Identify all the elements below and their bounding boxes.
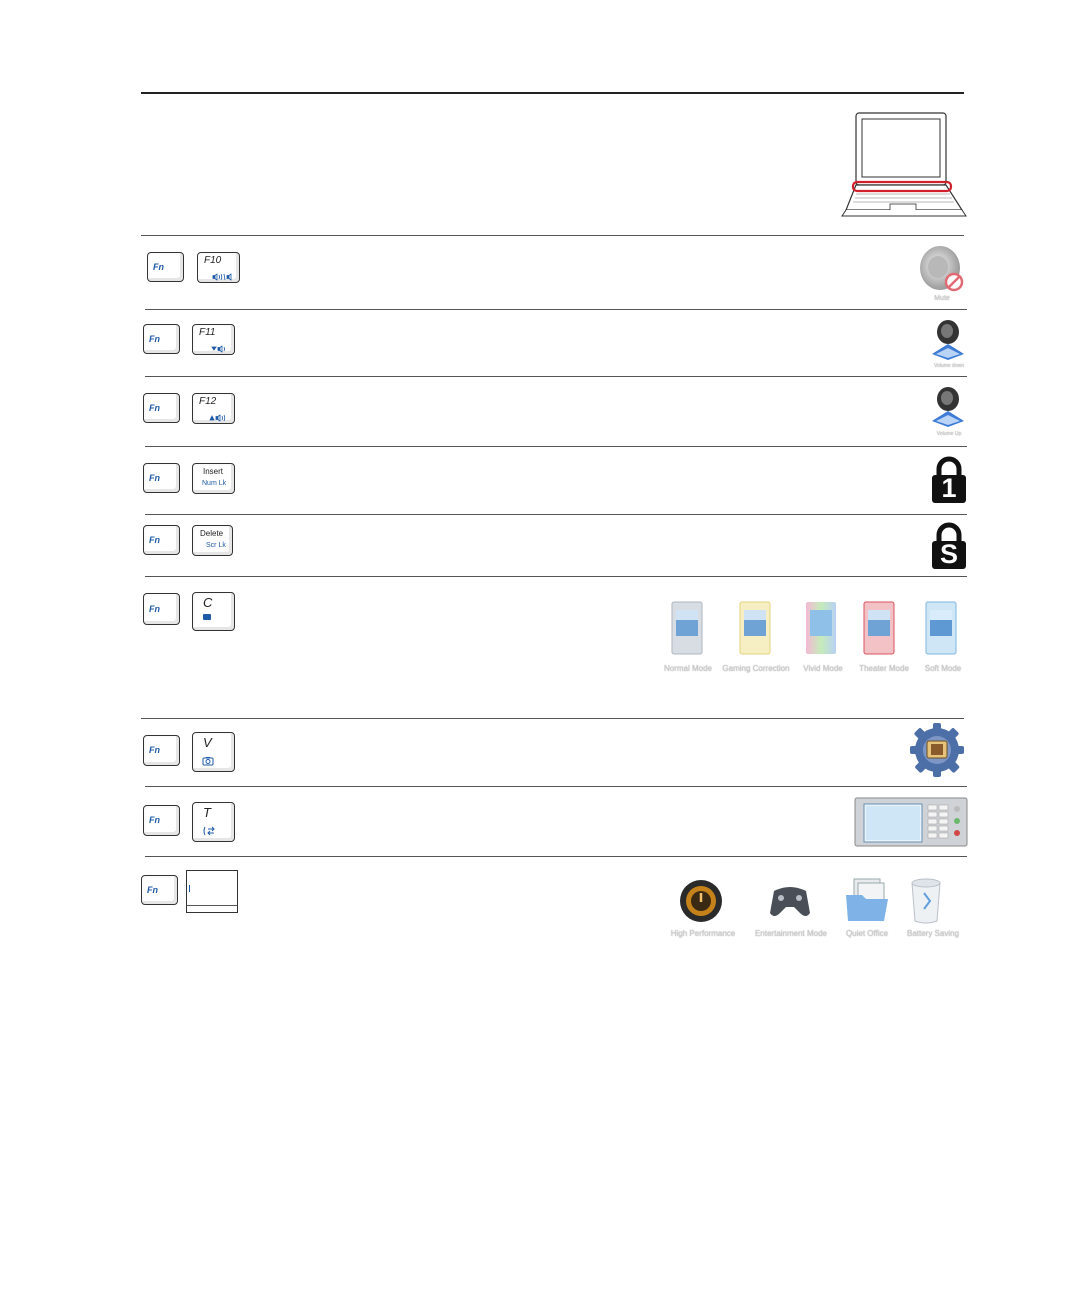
volume-up-icon <box>209 409 229 427</box>
fn-key-label: Fn <box>149 473 160 483</box>
num-lock-icon: 1 <box>930 456 968 504</box>
fn-key: Fn <box>143 324 180 354</box>
delete-key: Delete Scr Lk <box>192 525 233 556</box>
mute-toggle-icon <box>212 268 234 286</box>
laptop-keyboard-illustration <box>836 110 972 226</box>
fn-key: Fn <box>141 875 178 905</box>
row-divider <box>141 718 964 719</box>
fn-key-label: Fn <box>149 403 160 413</box>
header-rule <box>141 92 964 94</box>
entertainment-mode-icon <box>766 875 814 930</box>
insert-key: Insert Num Lk <box>192 463 235 494</box>
num-lk-label: Num Lk <box>202 480 227 487</box>
f12-key: F12 <box>192 393 235 424</box>
power-mode-caption: Entertainment Mode <box>754 929 828 938</box>
v-key: V <box>192 732 235 772</box>
fn-key: Fn <box>143 735 180 766</box>
soft-mode-icon <box>920 596 962 663</box>
delete-key-label: Delete <box>200 529 224 538</box>
splendid-mode-caption: Theater Mode <box>859 664 909 673</box>
battery-saving-icon <box>906 875 946 932</box>
power-mode-caption: Quiet Office <box>845 929 889 938</box>
fn-key-label: Fn <box>149 334 160 344</box>
insert-key-label: Insert <box>203 467 224 476</box>
power-modes: High Performance Entertainment Mode Quie… <box>662 873 968 941</box>
space-key <box>186 870 238 913</box>
splendid-mode-caption: Vivid Mode <box>803 664 843 673</box>
gaming-correction-icon <box>734 596 776 663</box>
vivid-mode-icon <box>800 596 842 663</box>
row-divider <box>145 514 967 515</box>
normal-mode-icon <box>666 596 708 663</box>
fn-key-label: Fn <box>149 535 160 545</box>
t-key-label: T <box>203 805 211 820</box>
volume-down-speaker-icon: Volume down <box>928 318 968 372</box>
c-key-label: C <box>203 595 213 610</box>
mute-caption: Mute <box>934 295 950 302</box>
fn-key: Fn <box>143 593 180 625</box>
volume-down-caption: Volume down <box>933 363 965 369</box>
volume-up-speaker-icon: Volume Up <box>928 385 968 441</box>
row-divider <box>145 786 967 787</box>
fn-key: Fn <box>143 463 180 493</box>
theater-mode-icon <box>858 596 900 663</box>
power-mode-caption: High Performance <box>670 929 736 938</box>
power-mode-caption: Battery Saving <box>906 929 960 938</box>
fn-key: Fn <box>143 805 180 836</box>
f11-key-label: F11 <box>199 327 216 338</box>
scroll-lock-icon: S <box>930 522 968 570</box>
volume-down-icon <box>211 340 227 358</box>
f10-key: F10 <box>197 252 240 283</box>
f10-key-label: F10 <box>204 255 222 266</box>
mute-speaker-icon: Mute <box>918 244 966 306</box>
num-lock-glyph: 1 <box>941 473 957 503</box>
splendid-mode-caption: Soft Mode <box>924 664 962 673</box>
row-divider <box>145 309 967 310</box>
f11-key: F11 <box>192 324 235 355</box>
row-divider <box>145 446 967 447</box>
fn-key-label: Fn <box>149 604 160 614</box>
scroll-lock-glyph: S <box>939 539 958 569</box>
space-key-edge <box>187 905 237 906</box>
high-performance-icon <box>678 875 724 932</box>
fn-key: Fn <box>143 525 180 555</box>
quiet-office-icon <box>842 875 892 930</box>
splendid-mode-caption: Gaming Correction <box>722 664 790 673</box>
row-divider <box>141 235 964 236</box>
fn-key: Fn <box>147 252 184 282</box>
task-switch-icon <box>203 823 215 841</box>
splendid-modes: Normal Mode Gaming Correction Vivid Mode… <box>658 596 968 678</box>
c-key: C <box>192 592 235 631</box>
fn-key-label: Fn <box>149 745 160 755</box>
row-divider <box>145 856 967 857</box>
camera-icon <box>202 753 214 771</box>
scr-lk-label: Scr Lk <box>206 542 226 549</box>
volume-up-caption: Volume Up <box>936 431 962 437</box>
row-divider <box>145 376 967 377</box>
fn-key-label: Fn <box>149 815 160 825</box>
fn-key-label: Fn <box>153 262 164 272</box>
space-key-mark <box>189 885 190 892</box>
f12-key-label: F12 <box>199 396 217 407</box>
splendid-mode-caption: Normal Mode <box>663 664 712 673</box>
fn-key-label: Fn <box>147 885 158 895</box>
life-frame-gear-icon <box>906 721 968 779</box>
row-divider <box>145 576 967 577</box>
v-key-label: V <box>203 735 212 750</box>
splendid-icon <box>203 614 211 620</box>
panel-window-icon <box>854 797 968 847</box>
fn-key: Fn <box>143 393 180 423</box>
t-key: T <box>192 802 235 842</box>
